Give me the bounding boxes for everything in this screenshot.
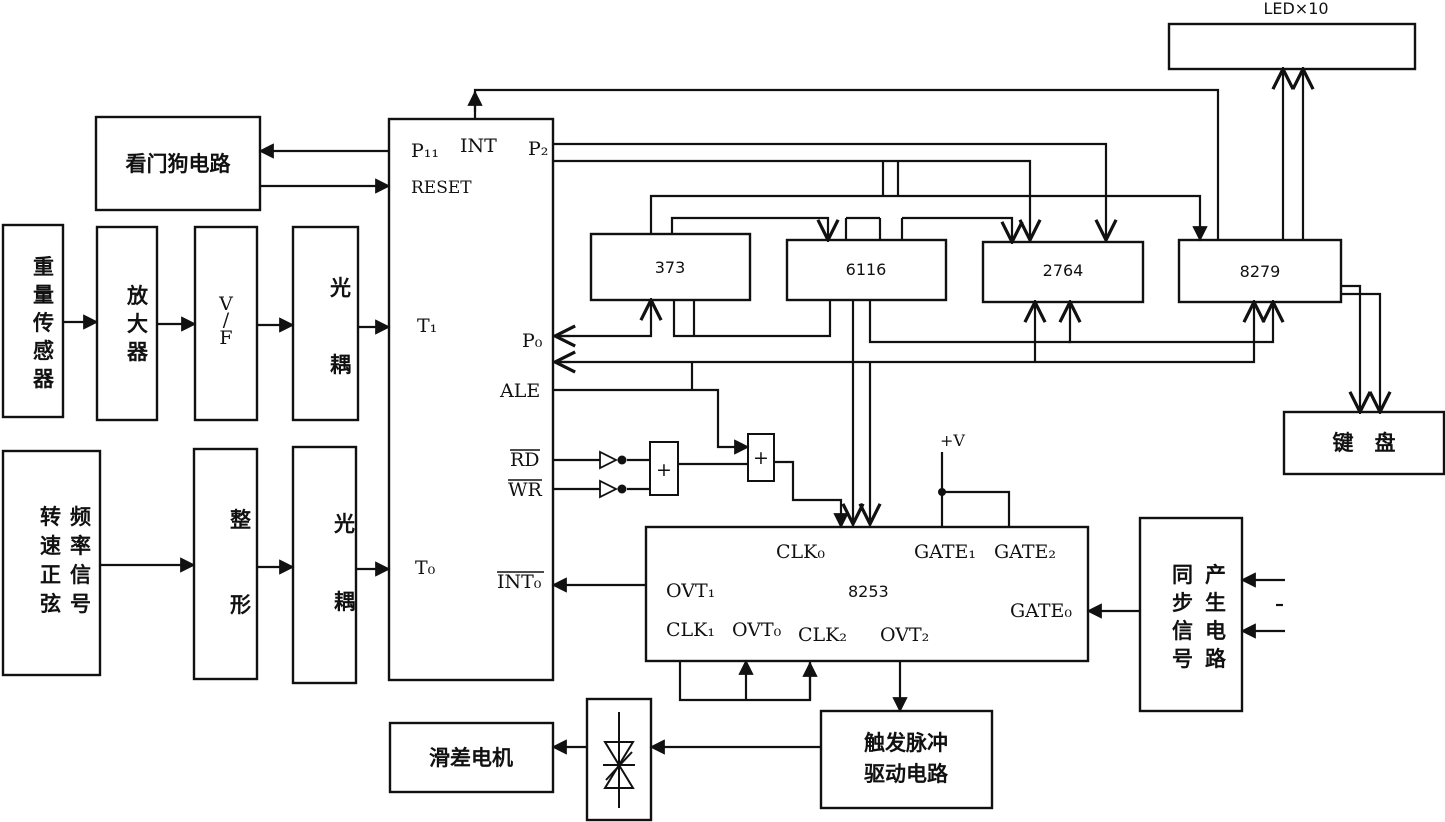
sync-generator-label: 同步信号 产生电路 <box>1172 563 1227 671</box>
pin-p2: P₂ <box>528 138 548 160</box>
or-gate-1-symbol: + <box>656 459 672 481</box>
timer-clk0: CLK₀ <box>776 541 825 563</box>
timer-gate1: GATE₁ <box>914 541 976 563</box>
weight-sensor-block: 重量传感器 <box>1 223 65 419</box>
keyboard-block: 键 盘 <box>1282 410 1445 476</box>
thyristor-block <box>585 697 653 822</box>
pin-rd: RD <box>510 449 540 471</box>
timer-ovt2: OVT₂ <box>880 624 929 646</box>
shaping-label: 整形 <box>230 508 251 617</box>
watchdog-label: 看门狗电路 <box>126 152 232 176</box>
vf-converter-block: V/F <box>193 225 259 422</box>
timer-8253-label: 8253 <box>848 582 889 601</box>
optocoupler-2-block: 光耦 <box>291 445 358 685</box>
timer-gate0: GATE₀ <box>1010 600 1072 622</box>
latch-373-label: 373 <box>655 258 686 277</box>
ram-6116-label: 6116 <box>846 260 887 279</box>
mcu-block: P₁₁ INT P₂ RESET T₁ P₀ ALE RD WR T₀ INT₀ <box>387 117 555 682</box>
optocoupler-2-label: 光耦 <box>333 512 355 614</box>
thyristor-symbol <box>603 712 635 808</box>
kbd-display-8279-block: 8279 <box>1177 238 1343 304</box>
sync-generator-block: 同步信号 产生电路 <box>1138 516 1244 713</box>
pin-p0: P₀ <box>522 330 543 352</box>
or-gate-2: + <box>747 433 775 482</box>
kbd-display-8279-label: 8279 <box>1240 262 1281 281</box>
optocoupler-1-block: 光耦 <box>291 225 360 422</box>
led-display-label: LED×10 <box>1263 0 1328 18</box>
plus-v-label: +V <box>940 431 965 450</box>
or-gate-1: + <box>649 441 679 496</box>
shaping-block: 整形 <box>192 447 259 681</box>
amplifier-label: 放大器 <box>126 284 149 364</box>
trigger-driver-block: 触发脉冲 驱动电路 <box>819 709 994 810</box>
pin-t1: T₁ <box>417 315 437 337</box>
speed-signal-label: 转速正弦 频率信号 <box>40 505 91 616</box>
optocoupler-1-label: 光耦 <box>329 276 351 377</box>
keyboard-label: 键 盘 <box>1333 431 1396 455</box>
pin-reset: RESET <box>411 178 472 198</box>
vf-label: V/F <box>218 293 233 349</box>
inverter-wr <box>599 479 627 499</box>
pin-t0: T₀ <box>415 557 436 579</box>
pin-ale: ALE <box>499 380 540 402</box>
speed-signal-block: 转速正弦 频率信号 <box>1 449 102 677</box>
trigger-driver-label-1: 触发脉冲 <box>864 731 948 755</box>
amplifier-block: 放大器 <box>95 225 159 422</box>
or-gate-2-symbol: + <box>753 447 769 469</box>
trigger-driver-label-2: 驱动电路 <box>864 762 949 786</box>
ram-6116-block: 6116 <box>785 238 948 302</box>
slip-motor-label: 滑差电机 <box>429 746 513 770</box>
timer-ovt0: OVT₀ <box>732 619 782 641</box>
connections <box>63 69 1380 755</box>
watchdog-block: 看门狗电路 <box>94 115 262 212</box>
eprom-2764-label: 2764 <box>1043 261 1084 280</box>
timer-gate2: GATE₂ <box>994 541 1056 563</box>
timer-ovt1: OVT₁ <box>666 580 715 602</box>
weight-sensor-label: 重量传感器 <box>32 255 55 391</box>
inverter-rd <box>599 450 627 470</box>
eprom-2764-block: 2764 <box>981 240 1145 304</box>
pin-wr: WR <box>508 479 543 501</box>
pin-int0: INT₀ <box>497 571 542 593</box>
timer-8253-block: CLK₀ GATE₁ GATE₂ OVT₁ 8253 GATE₀ CLK₁ OV… <box>644 525 1090 663</box>
pin-p11: P₁₁ <box>411 140 439 162</box>
latch-373-block: 373 <box>589 232 752 302</box>
timer-clk1: CLK₁ <box>666 619 715 641</box>
timer-clk2: CLK₂ <box>798 624 847 646</box>
pin-int-top: INT <box>460 135 497 157</box>
slip-motor-block: 滑差电机 <box>388 721 555 794</box>
led-display-block: LED×10 <box>1167 0 1417 71</box>
